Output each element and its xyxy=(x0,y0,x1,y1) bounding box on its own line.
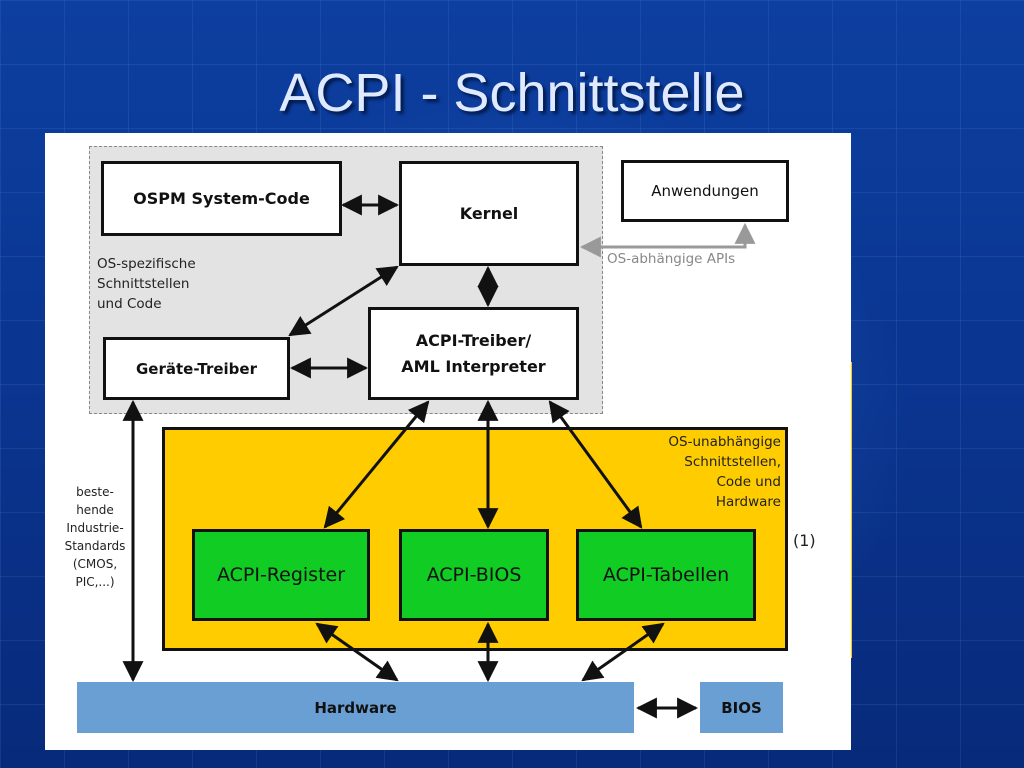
acpi-register-box: ACPI-Register xyxy=(192,529,370,621)
bios-box: BIOS xyxy=(700,682,783,733)
indep-region-label: OS-unabhängige Schnittstellen, Code und … xyxy=(668,434,781,510)
acpi-diagram: OS-spezifische Schnittstellen und Code O… xyxy=(45,133,851,750)
acpi-tables-box: ACPI-Tabellen xyxy=(576,529,756,621)
arrow-acpi-tables xyxy=(548,400,643,529)
acpi-bios-box: ACPI-BIOS xyxy=(399,529,549,621)
arrow-kernel-driver xyxy=(288,265,399,337)
kernel-box: Kernel xyxy=(399,161,579,266)
connection-arrows xyxy=(122,194,756,719)
footnote-marker: (1) xyxy=(793,531,816,550)
arrow-acpi-register xyxy=(323,400,430,529)
acpi-driver-box: ACPI-Treiber/ AML Interpreter xyxy=(368,307,579,400)
arrow-os-apis xyxy=(579,222,756,258)
os-region-label: OS-spezifische Schnittstellen und Code xyxy=(97,256,196,312)
applications-box: Anwendungen xyxy=(621,160,789,222)
arrow-tables-hardware xyxy=(581,622,665,682)
ospm-system-code-box: OSPM System-Code xyxy=(101,161,342,236)
standards-label: beste- hende Industrie- Standards (CMOS,… xyxy=(64,485,126,589)
device-driver-box: Geräte-Treiber xyxy=(103,337,290,400)
hardware-box: Hardware xyxy=(77,682,634,733)
arrow-register-hardware xyxy=(315,622,399,682)
slide-title: ACPI - Schnittstelle xyxy=(279,63,745,123)
